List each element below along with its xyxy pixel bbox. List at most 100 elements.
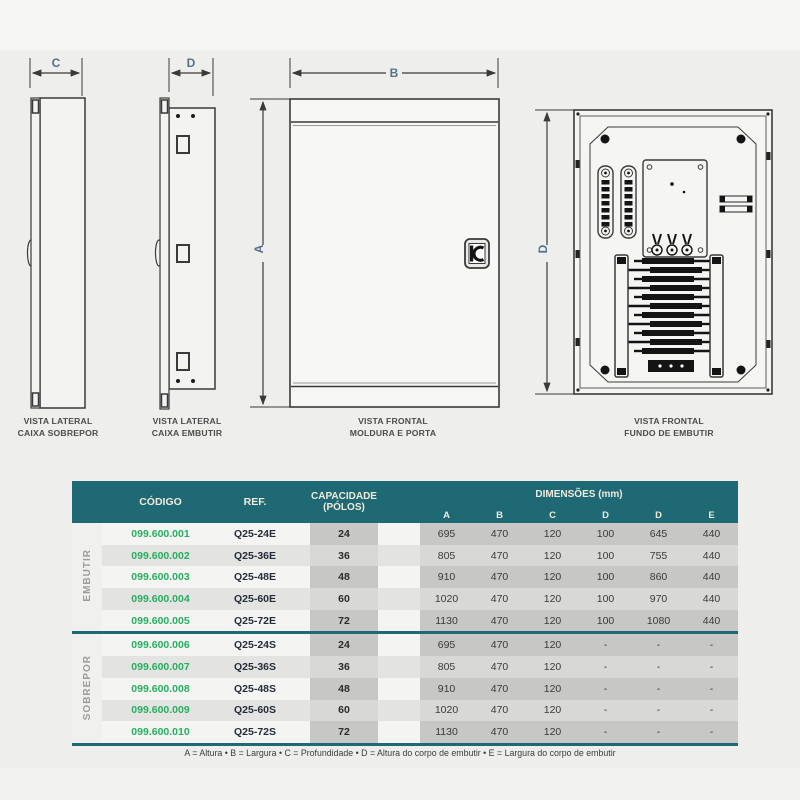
caption-front-door: VISTA FRONTAL MOLDURA E PORTA bbox=[349, 416, 437, 438]
dim-a-cell: 1130 bbox=[420, 721, 473, 745]
ref-cell: Q25-48E bbox=[233, 571, 277, 584]
dim-label-d: D bbox=[187, 56, 196, 70]
dim-d1-cell: - bbox=[579, 699, 632, 722]
group-divider bbox=[72, 631, 739, 635]
dim-b-cell: 470 bbox=[473, 721, 526, 745]
gap-cell bbox=[397, 700, 420, 722]
header-dim-a: A bbox=[420, 507, 473, 523]
busbar-stack bbox=[628, 258, 714, 372]
dim-a-cell: 910 bbox=[420, 677, 473, 700]
dim-a-cell: 910 bbox=[420, 566, 473, 589]
dim-e-cell: - bbox=[685, 656, 739, 678]
codigo-cell: 099.600.001 bbox=[131, 527, 190, 540]
header-dim-b: B bbox=[473, 507, 526, 523]
dim-e-cell: - bbox=[685, 677, 739, 700]
dim-d2-cell: 645 bbox=[632, 523, 685, 545]
table-row: SOBREPOR 099.600.006 Q25-24S 24 695 470 … bbox=[72, 634, 739, 745]
dim-c-cell: 120 bbox=[526, 699, 579, 722]
dim-d2-cell: - bbox=[632, 677, 685, 700]
side-bracket bbox=[719, 195, 753, 213]
codigo-cell: 099.600.002 bbox=[131, 549, 190, 562]
header-group-spacer bbox=[72, 481, 102, 523]
polos-cell: 60 bbox=[291, 588, 397, 610]
dim-b-cell: 470 bbox=[473, 634, 526, 657]
dim-b-cell: 470 bbox=[473, 609, 526, 632]
dim-label-d2: D bbox=[536, 244, 550, 253]
header-dim-e: E bbox=[685, 507, 739, 523]
polos-cell: 36 bbox=[291, 656, 397, 678]
header-gap bbox=[397, 481, 420, 523]
fork-terminals bbox=[651, 233, 693, 256]
dim-d2-cell: 755 bbox=[632, 544, 685, 567]
dim-b-cell: 470 bbox=[473, 544, 526, 567]
polos-cell: 72 bbox=[291, 721, 397, 744]
dim-d1-cell: - bbox=[579, 677, 632, 700]
polos-cell: 48 bbox=[291, 566, 397, 589]
caption-side-embutir: VISTA LATERAL CAIXA EMBUTIR bbox=[151, 416, 223, 438]
codigo-cell: 099.600.008 bbox=[131, 682, 190, 695]
dim-d2-cell: - bbox=[632, 699, 685, 722]
dim-e-cell: 440 bbox=[685, 566, 739, 589]
ref-cell: Q25-24E bbox=[233, 527, 277, 540]
ref-cell: Q25-48S bbox=[233, 682, 277, 695]
dim-e-cell: 440 bbox=[685, 609, 739, 632]
dim-b-cell: 470 bbox=[473, 699, 526, 722]
dim-label-a: A bbox=[252, 244, 266, 253]
dim-d2-cell: - bbox=[632, 634, 685, 657]
terminal-strip-right bbox=[620, 165, 637, 239]
codigo-cell: 099.600.005 bbox=[131, 614, 190, 627]
header-codigo: CÓDIGO bbox=[102, 481, 219, 523]
header-dim-c: C bbox=[526, 507, 579, 523]
caption-front-fundo: VISTA FRONTAL FUNDO DE EMBUTIR bbox=[624, 416, 714, 438]
gap-cell bbox=[397, 566, 420, 588]
header-dim-d2: D bbox=[632, 507, 685, 523]
dim-b-cell: 470 bbox=[473, 523, 526, 545]
gap-cell bbox=[397, 610, 420, 632]
table-row: 099.600.009 Q25-60S 60 1020 470 120 - - … bbox=[72, 699, 739, 722]
dim-e-cell: 440 bbox=[685, 588, 739, 610]
dim-b-cell: 470 bbox=[473, 588, 526, 610]
dim-a-cell: 1020 bbox=[420, 588, 473, 610]
table-row: 099.600.008 Q25-48S 48 910 470 120 - - - bbox=[72, 677, 739, 700]
dim-e-cell: - bbox=[685, 699, 739, 722]
gap-cell bbox=[397, 656, 420, 678]
ref-cell: Q25-60E bbox=[233, 592, 277, 605]
table-row: 099.600.005 Q25-72E 72 1130 470 120 100 … bbox=[72, 609, 739, 632]
dim-c-cell: 120 bbox=[526, 634, 579, 657]
dim-d2-cell: 1080 bbox=[632, 609, 685, 632]
dim-a-cell: 695 bbox=[420, 523, 473, 545]
dim-d1-cell: 100 bbox=[579, 588, 632, 610]
group-label-embutir: EMBUTIR bbox=[72, 523, 102, 632]
dim-c-cell: 120 bbox=[526, 566, 579, 589]
codigo-cell: 099.600.006 bbox=[131, 639, 190, 652]
dim-e-cell: 440 bbox=[685, 523, 739, 545]
dim-c-cell: 120 bbox=[526, 677, 579, 700]
polos-cell: 24 bbox=[291, 634, 397, 657]
din-rail-right bbox=[709, 254, 724, 378]
dim-e-cell: - bbox=[685, 721, 739, 745]
table-row: 099.600.003 Q25-48E 48 910 470 120 100 8… bbox=[72, 566, 739, 589]
dim-label-b: B bbox=[390, 66, 399, 80]
group-label-sobrepor: SOBREPOR bbox=[72, 634, 102, 745]
dim-c-cell: 120 bbox=[526, 656, 579, 678]
dim-d1-cell: - bbox=[579, 634, 632, 657]
dim-d2-cell: 970 bbox=[632, 588, 685, 610]
table-row: 099.600.004 Q25-60E 60 1020 470 120 100 … bbox=[72, 588, 739, 610]
gap-cell bbox=[397, 545, 420, 567]
table-row: 099.600.002 Q25-36E 36 805 470 120 100 7… bbox=[72, 544, 739, 567]
door-handle bbox=[464, 238, 490, 269]
mounting-plate bbox=[642, 159, 708, 258]
dim-d1-cell: - bbox=[579, 656, 632, 678]
dim-d1-cell: 100 bbox=[579, 566, 632, 589]
dim-b-cell: 470 bbox=[473, 656, 526, 678]
gap-cell bbox=[397, 588, 420, 610]
dim-a-cell: 805 bbox=[420, 656, 473, 678]
header-dimensoes: DIMENSÕES (mm) bbox=[420, 481, 739, 507]
header-dim-d1: D bbox=[579, 507, 632, 523]
dim-b-cell: 470 bbox=[473, 677, 526, 700]
codigo-cell: 099.600.004 bbox=[131, 592, 190, 605]
dim-e-cell: 440 bbox=[685, 544, 739, 567]
polos-cell: 60 bbox=[291, 699, 397, 722]
dim-d1-cell: 100 bbox=[579, 609, 632, 632]
ref-cell: Q25-24S bbox=[233, 639, 277, 652]
